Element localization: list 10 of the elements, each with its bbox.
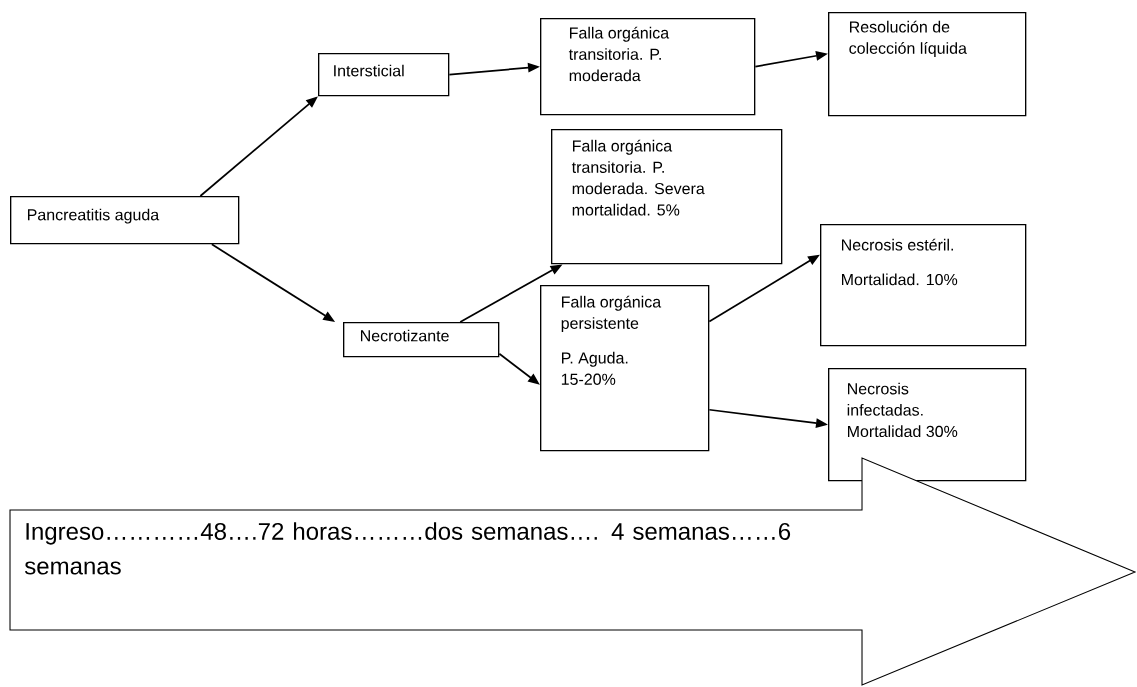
process-box: Falla orgánica transitoria. P. moderada	[540, 18, 756, 116]
process-box: Necrosis estéril. Mortalidad. 10%	[820, 224, 1027, 347]
process-box: Falla orgánica persistente P. Aguda. 15-20%	[540, 285, 710, 452]
process-box: Pancreatitis aguda	[10, 196, 240, 245]
process-box: Intersticial	[318, 53, 450, 97]
node-label: Ingreso…………48….72 horas………dos semanas…. 4 semanas……6 semanas	[24, 522, 791, 575]
process-box: Necrotizante	[343, 322, 500, 358]
process-box: Necrosis infectadas. Mortalidad 30%	[828, 368, 1027, 482]
process-box: Falla orgánica transitoria. P. moderada. Severa mortalidad. 5%	[551, 129, 783, 265]
process-box: Resolución de colección líquida	[828, 12, 1027, 117]
